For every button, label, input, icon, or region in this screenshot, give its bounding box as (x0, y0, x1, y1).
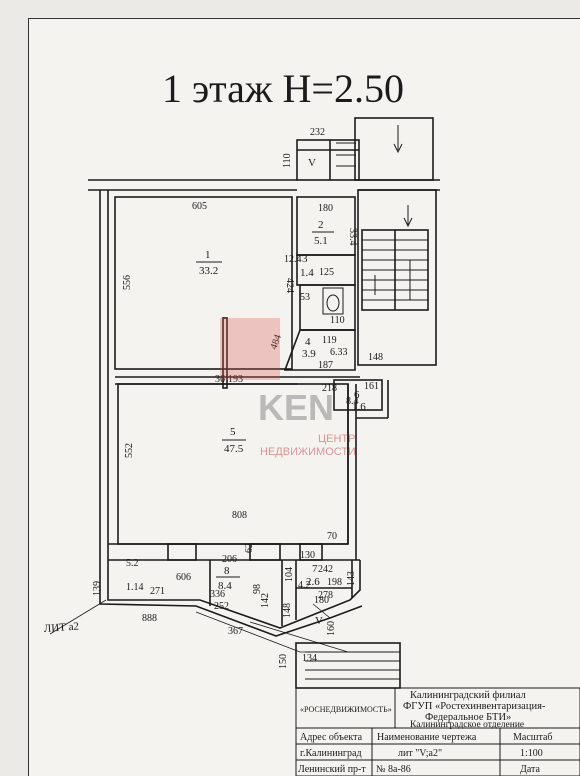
house-value: № 8а-86 (376, 764, 411, 775)
col-address-label: Адрес объекта (300, 732, 363, 743)
col-name-label: Наименование чертежа (377, 732, 477, 743)
dim-label: 104 (284, 567, 295, 582)
lit-label: ЛИТ а2 (43, 621, 79, 635)
dim-label: 36 (215, 374, 225, 385)
room-3-number: 3 (302, 253, 308, 265)
dim-label: 6.33 (330, 347, 348, 358)
dim-label: 336 (210, 589, 225, 600)
room-8-area: 8.4 (218, 580, 232, 592)
dimension-labels: 232 110 180 605 33.4 556 424 125 53 110 … (92, 127, 379, 669)
dim-label: 552 (124, 443, 135, 458)
plan-sheet (28, 18, 580, 776)
scale-value: 1:100 (520, 748, 543, 759)
dim-label: 12.4 (284, 254, 302, 265)
walls (88, 117, 440, 689)
dim-label: 150 (278, 654, 289, 669)
dim-label: 148 (368, 352, 383, 363)
title-block: «РОСНЕДВИЖИМОСТЬ» Калининградский филиал… (298, 690, 553, 775)
dim-label: 424 (284, 278, 295, 293)
dim-label: 70 (327, 531, 337, 542)
dim-label: 4.2 (298, 580, 311, 591)
date-label: Дата (520, 764, 540, 775)
dim-label: 134 (302, 653, 317, 664)
dim-label: 139 (92, 581, 103, 596)
dim-label: 808 (232, 510, 247, 521)
room-7-number: 7 (312, 563, 318, 575)
street-value: Ленинский пр-т (298, 764, 366, 775)
watermark: KEN ЦЕНТР НЕДВИЖИМОСТИ (220, 318, 356, 458)
col-scale-label: Масштаб (513, 732, 553, 743)
dim-label: 180 (318, 203, 333, 214)
watermark-line1: ЦЕНТР (318, 433, 355, 445)
room-4-number: 4 (305, 336, 311, 348)
room-7-area: 2.6 (306, 576, 320, 588)
dim-label: 271 (150, 586, 165, 597)
room-2-number: 2 (318, 219, 324, 231)
room-4-area: 3.9 (302, 348, 316, 360)
dim-label: 142 (260, 593, 271, 608)
room-6-number: 6 (354, 389, 360, 401)
org-line4: Калининградское отделение (410, 720, 524, 730)
dim-label: 556 (122, 275, 133, 290)
room-6-area: 1.6 (352, 401, 366, 413)
dim-label: 606 (176, 572, 191, 583)
dim-label: 198 (327, 577, 342, 588)
dimension-lines (49, 599, 349, 653)
dim-label: 130 (300, 550, 315, 561)
dim-label: 218 (322, 383, 337, 394)
dim-label: 232 (310, 127, 325, 138)
city-value: г.Калининград (300, 748, 362, 759)
dim-label: 98 (252, 584, 263, 594)
dim-label: 62 (244, 543, 255, 553)
watermark-line2: НЕДВИЖИМОСТИ (260, 446, 356, 458)
title-block-lines (295, 687, 580, 776)
dim-label: 53 (300, 292, 310, 303)
dim-label: 148 (282, 603, 293, 618)
dim-label: 8.4 (346, 396, 359, 407)
room-labels: 1 33.2 2 5.1 3 1.4 4 3.9 5 47.5 6 1.6 7 … (43, 157, 366, 635)
org-line2: ФГУП «Ростехинвентаризация- (403, 701, 546, 712)
dim-label: 143 (346, 571, 357, 586)
room-1-area: 33.2 (199, 265, 218, 277)
dim-label: 888 (142, 613, 157, 624)
dim-label: 110 (330, 315, 345, 326)
dim-label: 484 (268, 333, 283, 351)
dim-label: 110 (282, 153, 293, 168)
dim-label: 605 (192, 201, 207, 212)
dim-label: 206 (222, 554, 237, 565)
org-line3: Федеральное БТИ» (425, 712, 511, 723)
room-3-area: 1.4 (300, 267, 314, 279)
v-mark-top: V (308, 157, 316, 169)
dim-label: 193 (228, 374, 243, 385)
room-5-area: 47.5 (224, 443, 244, 455)
dim-label: 367 (228, 626, 243, 637)
room-2-area: 5.1 (314, 235, 328, 247)
dim-label: 278 (318, 590, 333, 601)
dim-label: 5.2 (126, 558, 139, 569)
watermark-logo: KEN (258, 387, 334, 428)
dim-label: 252 (214, 601, 229, 612)
dim-label: 33.4 (347, 228, 358, 246)
dim-label: 119 (322, 335, 337, 346)
drawing-name-value: лит "V;а2" (398, 748, 442, 759)
dim-label: 187 (318, 360, 333, 371)
room-1-number: 1 (205, 249, 211, 261)
dim-label: 161 (364, 381, 379, 392)
org-line1: Калининградский филиал (410, 690, 526, 701)
room-8-number: 8 (224, 565, 230, 577)
org-logo: «РОСНЕДВИЖИМОСТЬ» (300, 705, 392, 714)
dim-label: 125 (319, 267, 334, 278)
dim-label: 242 (318, 564, 333, 575)
floor-title: 1 этаж Н=2.50 (162, 66, 404, 111)
dim-label: 160 (326, 621, 337, 636)
dim-label: 1.14 (126, 582, 144, 593)
v-mark-bottom: V (315, 615, 323, 627)
room-5-number: 5 (230, 426, 236, 438)
dim-label: 180 (314, 595, 329, 606)
